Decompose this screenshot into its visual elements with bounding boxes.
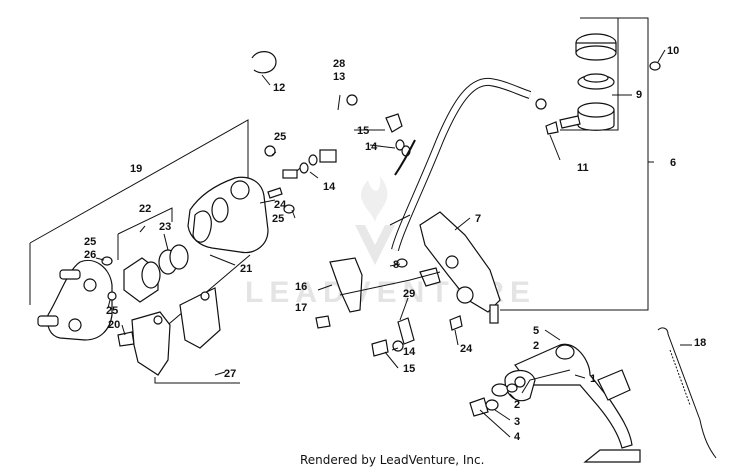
callout-19: 19 xyxy=(130,163,142,175)
callout-12: 12 xyxy=(273,82,285,94)
seal-inner xyxy=(169,244,189,270)
bolt-20 xyxy=(117,331,135,347)
pedal-pad xyxy=(597,369,631,401)
group-bracket-27 xyxy=(154,377,240,384)
return-spring-18 xyxy=(657,327,717,459)
callout-17: 17 xyxy=(295,302,307,314)
snap-ring-12 xyxy=(251,51,277,74)
callout-9: 9 xyxy=(636,89,642,101)
caliper-assembly-19 xyxy=(29,119,295,384)
pushrod xyxy=(489,304,499,324)
nut-8 xyxy=(396,258,408,268)
line-clamp-28 xyxy=(346,94,358,106)
callout-25d: 25 xyxy=(106,305,118,317)
callout-21: 21 xyxy=(240,263,252,275)
caliper-bore xyxy=(211,197,229,223)
callout-23: 23 xyxy=(159,221,171,233)
brake-pad-a xyxy=(131,311,171,376)
bolt-4 xyxy=(469,397,489,417)
screw-11 xyxy=(545,121,559,135)
brake-line xyxy=(282,94,368,179)
master-cylinder-7 xyxy=(419,211,501,324)
callout-13: 13 xyxy=(333,71,345,83)
callout-18: 18 xyxy=(694,337,706,349)
callout-7: 7 xyxy=(475,213,481,225)
banjo-fitting xyxy=(282,169,298,179)
callout-22: 22 xyxy=(139,203,151,215)
bracket-pin xyxy=(37,315,59,327)
callout-16: 16 xyxy=(295,281,307,293)
washer-25d xyxy=(107,291,117,301)
washer-25c xyxy=(283,204,295,214)
washer-14a xyxy=(395,139,405,151)
callout-28: 28 xyxy=(333,58,345,70)
bolt-17 xyxy=(315,315,331,329)
callout-11: 11 xyxy=(577,162,589,174)
bleeder-24 xyxy=(267,187,283,199)
callout-15b: 15 xyxy=(403,363,415,375)
washer-2b xyxy=(506,383,518,393)
callout-24b: 24 xyxy=(460,343,473,355)
callout-25c: 25 xyxy=(84,236,96,248)
callout-10: 10 xyxy=(667,45,679,57)
callout-labels: 1 2 2 3 4 5 6 7 8 9 10 11 12 13 14 14 14… xyxy=(84,45,706,443)
callout-3: 3 xyxy=(514,416,520,428)
bracket-16 xyxy=(329,257,363,313)
callout-14c: 14 xyxy=(403,346,416,358)
washer-2a xyxy=(491,383,509,397)
banjo-bolt-15 xyxy=(385,113,403,133)
callout-6: 6 xyxy=(670,157,676,169)
group-bracket-19 xyxy=(29,119,249,244)
spring-anchor-5 xyxy=(555,344,575,360)
washer-3 xyxy=(485,399,499,411)
callout-5: 5 xyxy=(533,325,539,337)
clamp xyxy=(535,98,547,110)
render-credit: Rendered by LeadVenture, Inc. xyxy=(300,453,484,467)
washer-10 xyxy=(649,61,661,71)
reservoir-hose xyxy=(391,77,532,252)
callout-25b: 25 xyxy=(272,213,284,225)
reservoir-assembly-6 xyxy=(500,17,661,311)
callout-26: 26 xyxy=(84,249,96,261)
bolt-15b xyxy=(371,339,389,357)
brake-pad-b xyxy=(179,287,221,349)
pedal-arm xyxy=(514,343,633,449)
callout-27: 27 xyxy=(224,368,236,380)
callout-4: 4 xyxy=(514,431,521,443)
callout-2a: 2 xyxy=(533,340,539,352)
callout-1: 1 xyxy=(590,373,596,385)
washer-25a xyxy=(101,256,113,266)
leader-lines xyxy=(95,49,692,438)
group-bracket-9 xyxy=(560,18,619,131)
group-bracket-22 xyxy=(117,207,173,235)
brake-pedal-1 xyxy=(469,343,641,463)
callout-24a: 24 xyxy=(274,199,287,211)
callout-2b: 2 xyxy=(514,399,520,411)
bleeder-24b xyxy=(449,315,463,331)
group-bracket-6 xyxy=(500,17,649,311)
callout-25a: 25 xyxy=(274,131,286,143)
callout-14a: 14 xyxy=(365,141,378,153)
callout-14b: 14 xyxy=(323,181,336,193)
callout-29: 29 xyxy=(403,288,415,300)
line-fitting xyxy=(319,149,337,163)
caliper-port xyxy=(230,180,250,200)
callout-8: 8 xyxy=(393,259,399,271)
clevis-29 xyxy=(397,317,415,345)
callout-15a: 15 xyxy=(357,125,369,137)
callout-20: 20 xyxy=(108,319,120,331)
washer-25b xyxy=(264,145,276,157)
